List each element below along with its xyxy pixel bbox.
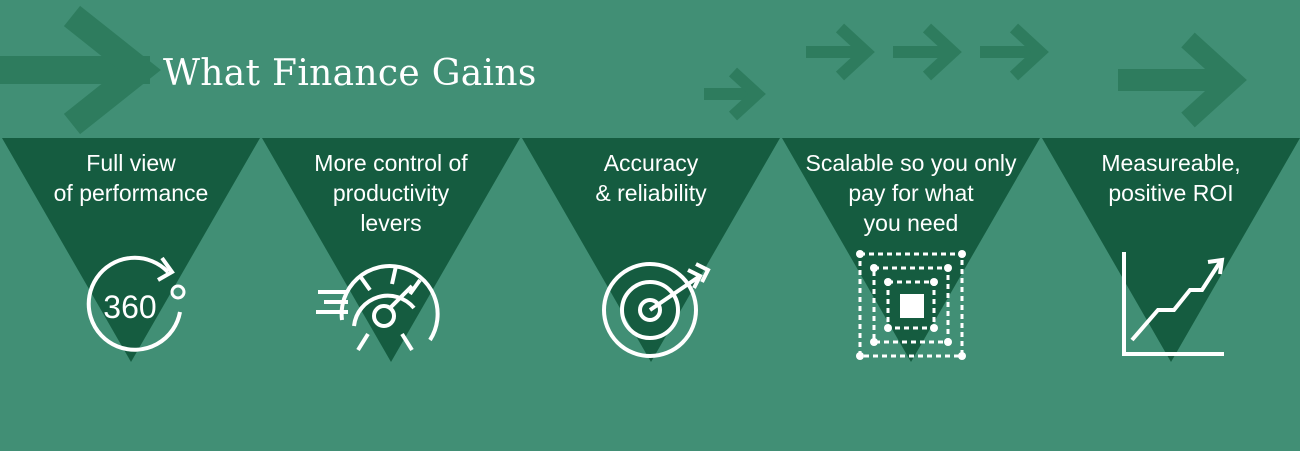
- 360-icon-text: 360: [103, 289, 156, 325]
- gain-label-line: More control of: [314, 150, 468, 176]
- arrow-icon: [1181, 32, 1247, 128]
- gain-label-line: pay for what: [848, 180, 974, 206]
- gain-label-line: levers: [360, 210, 422, 236]
- gain-triangle: [522, 138, 780, 362]
- gain-label-line: you need: [863, 210, 959, 236]
- gain-label-line: Measureable,: [1101, 150, 1241, 176]
- gain-triangle: [1042, 138, 1300, 362]
- arrow-icon: [63, 5, 161, 135]
- gain-label-line: positive ROI: [1108, 180, 1234, 206]
- gain-label-line: & reliability: [595, 180, 707, 206]
- page-title: What Finance Gains: [163, 53, 537, 94]
- scalable-square-icon: [856, 250, 966, 360]
- gain-label-line: Full view: [86, 150, 176, 176]
- gain-triangle: [262, 138, 520, 362]
- gain-label-line: productivity: [332, 180, 450, 206]
- arrow-icon: [1009, 23, 1049, 81]
- gain-full-view: Full view of performance: [6, 148, 256, 208]
- target-bullseye-icon: [602, 262, 711, 358]
- gain-accuracy: Accuracy & reliability: [526, 148, 776, 208]
- arrow-icon: [728, 67, 766, 121]
- gain-scalable: Scalable so you only pay for what you ne…: [786, 148, 1036, 238]
- gain-roi: Measureable, positive ROI: [1046, 148, 1296, 208]
- gain-label-line: Accuracy: [603, 150, 699, 176]
- 360-degree-icon: 360: [86, 255, 186, 352]
- gain-triangle: [782, 138, 1040, 362]
- gain-more-control: More control of productivity levers: [266, 148, 516, 238]
- speedometer-gauge-icon: [316, 264, 440, 352]
- arrow-icon: [922, 23, 962, 81]
- gain-triangle: [2, 138, 260, 362]
- growth-line-chart-icon: [1122, 252, 1225, 356]
- gain-label-line: Scalable so you only: [805, 150, 1017, 176]
- gain-label-line: of performance: [53, 180, 209, 206]
- arrow-icon: [835, 23, 875, 81]
